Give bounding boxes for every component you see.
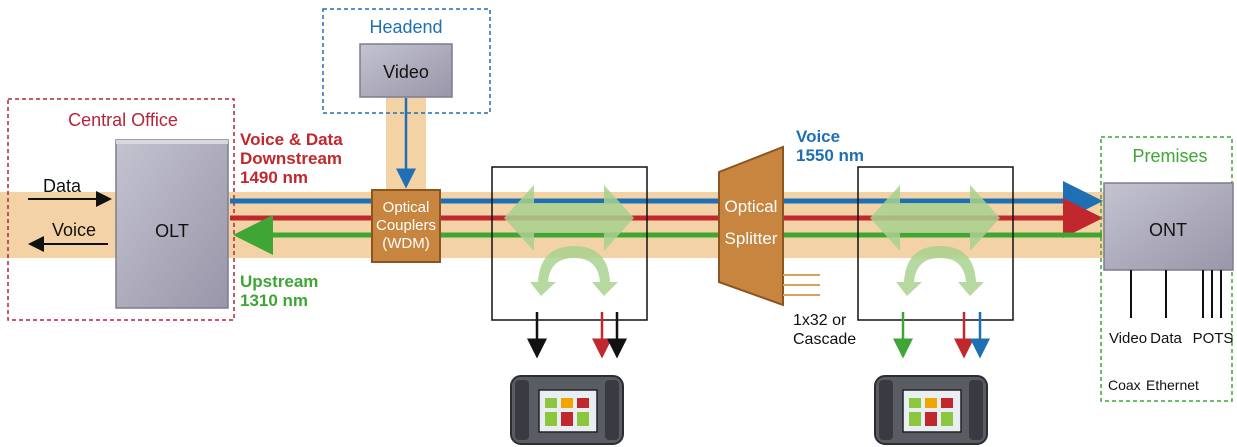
test-instrument-icon bbox=[510, 375, 624, 445]
voice-label: Voice bbox=[52, 220, 96, 240]
test-instrument-icon bbox=[874, 375, 988, 445]
video-wavelength-label-line1: Voice bbox=[796, 127, 840, 146]
downstream-label-line1: Voice & Data bbox=[240, 130, 343, 149]
tap-arrows-icon bbox=[870, 185, 1000, 296]
video-source-box bbox=[359, 43, 453, 98]
ont-device bbox=[1103, 182, 1234, 271]
upstream-label-line1: Upstream bbox=[240, 272, 318, 291]
data-label: Data bbox=[43, 176, 82, 196]
splitter-label-line2: Splitter bbox=[725, 229, 778, 248]
port-ethernet-label: Ethernet bbox=[1146, 377, 1199, 393]
video-wavelength-label-line2: 1550 nm bbox=[796, 146, 864, 165]
test-tap-point-2 bbox=[857, 166, 1014, 359]
premises-title: Premises bbox=[1132, 146, 1207, 166]
upstream-label-line2: 1310 nm bbox=[240, 291, 308, 310]
headend-boundary bbox=[322, 8, 491, 114]
coupler-label-line1: Optical bbox=[383, 199, 430, 216]
coupler-label-line2: Couplers bbox=[376, 217, 436, 234]
downstream-label-line3: 1490 nm bbox=[240, 168, 308, 187]
tap-arrows-icon bbox=[504, 185, 634, 296]
port-data-label: Data bbox=[1150, 330, 1182, 347]
splitter-extra-outputs bbox=[783, 274, 820, 296]
optical-coupler-wdm bbox=[371, 189, 441, 263]
port-pots-label: POTS bbox=[1193, 330, 1234, 347]
headend-title: Headend bbox=[369, 17, 442, 37]
splitter-label-line1: Optical bbox=[725, 197, 778, 216]
central-office-boundary bbox=[7, 98, 235, 321]
downstream-label-line2: Downstream bbox=[240, 149, 342, 168]
olt-device bbox=[115, 139, 229, 309]
test-tap-point-1 bbox=[491, 166, 648, 359]
port-video-label: Video bbox=[1109, 330, 1147, 347]
optical-splitter bbox=[718, 145, 784, 307]
coupler-label-line3: (WDM) bbox=[382, 235, 429, 252]
video-source-label: Video bbox=[383, 62, 429, 82]
split-ratio-line2: Cascade bbox=[793, 331, 856, 348]
ont-label: ONT bbox=[1149, 220, 1187, 240]
port-coax-label: Coax bbox=[1108, 377, 1141, 393]
split-ratio-line1: 1x32 or bbox=[793, 312, 847, 329]
ont-port-lines bbox=[1130, 270, 1222, 318]
central-office-title: Central Office bbox=[68, 110, 178, 130]
olt-label: OLT bbox=[155, 221, 189, 241]
